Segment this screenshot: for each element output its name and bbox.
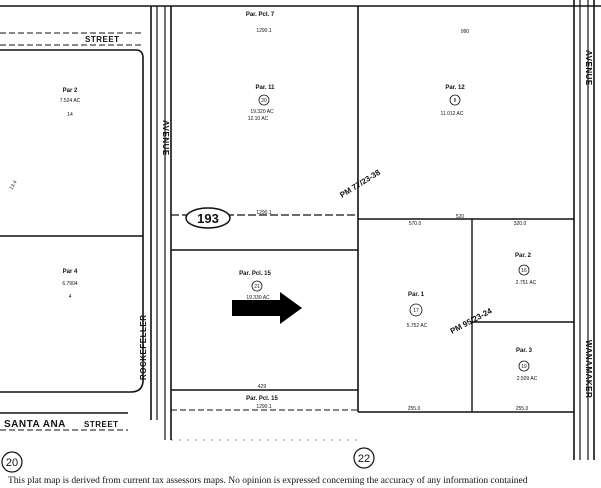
street-bottom-label: STREET [84,420,119,429]
par-1-area: 5.752 AC [407,323,428,329]
dim-right-top-c: 570.0 [409,221,422,227]
par-2-left-area: 7.524 AC [60,98,81,104]
avenue-right-label: AVENUE [584,50,593,86]
par-3-label: Par. 3 [516,348,533,354]
route-193-marker [185,207,231,229]
avenue-left-label: AVENUE [161,120,170,156]
par-11-num: 20 [261,98,267,104]
street-top-label: STREET [85,35,120,44]
par-11-num-circle [258,94,270,106]
par-12-num-circle [449,94,461,106]
wanamaker-label: WANAMAKER [584,340,593,398]
dim-right-top-a: 520 [456,214,465,220]
par-2-right-label: Par. 2 [515,253,532,259]
dim-right-top-b: 320.0 [514,221,527,227]
par-3-area: 2.509 AC [517,376,538,382]
par-pcl-7-label: Par. Pcl. 7 [246,12,275,18]
pm-upper-label: PM 77/23-38 [338,167,382,199]
par-12-num: 8 [454,98,457,104]
dim-par11-bottom: 1290.1 [256,210,272,216]
par-pcl-15-bottom-label: Par. Pcl. 15 [246,396,278,402]
par-1-num-circle [409,303,423,317]
par-2-right-area: 2.751 AC [516,280,537,286]
section-20-label: 20 [6,457,18,469]
dim-bottom-strip: 1290.1 [256,404,272,410]
par-15-num-circle [251,280,263,292]
par-11-label: Par. 11 [255,85,275,91]
section-22-circle [353,447,375,469]
par-2-left-num: 14 [67,112,73,118]
santa-ana-label: SANTA ANA [4,419,66,430]
route-193-label: 193 [197,211,219,226]
dim-par12-top: 990 [461,29,470,35]
side-num-label: 13.4 [9,179,19,191]
arrow-icon [232,292,302,324]
par-2-right-num: 16 [521,268,527,274]
par-15-num: 21 [254,284,260,290]
par-4-label: Par 4 [63,269,78,275]
par-2-right-num-circle [518,264,530,276]
par-11-area-2: 12.10 AC [248,116,269,122]
disclaimer-text: This plat map is derived from current ta… [8,476,528,486]
par-1-num: 17 [413,308,419,314]
dim-par15-bottom: 429 [258,384,267,390]
par-1-label: Par. 1 [408,292,425,298]
par-4-num: 4 [69,294,72,300]
section-20-circle [1,451,23,473]
par-pcl-15-label: Par. Pcl. 15 [239,271,271,277]
dim-right-bottom-b: 255.0 [516,406,529,412]
par-15-area: 19.330 AC [246,295,270,301]
section-22-label: 22 [358,453,370,465]
par-3-num-circle [518,360,530,372]
par-3-num: 19 [521,364,527,370]
par-12-label: Par. 12 [445,85,465,91]
par-11-area: 19.320 AC [250,109,274,115]
parcel-left-upper-boundary [0,49,144,393]
pm-lower-label: PM 95/23-24 [449,306,494,336]
par-4-area: 6.7904 [62,281,78,287]
par-12-area: 11.012 AC [441,111,464,117]
dim-right-bottom-a: 255.0 [408,406,421,412]
par-2-left-label: Par 2 [63,88,78,94]
dim-top-1: 1290.1 [256,28,272,34]
